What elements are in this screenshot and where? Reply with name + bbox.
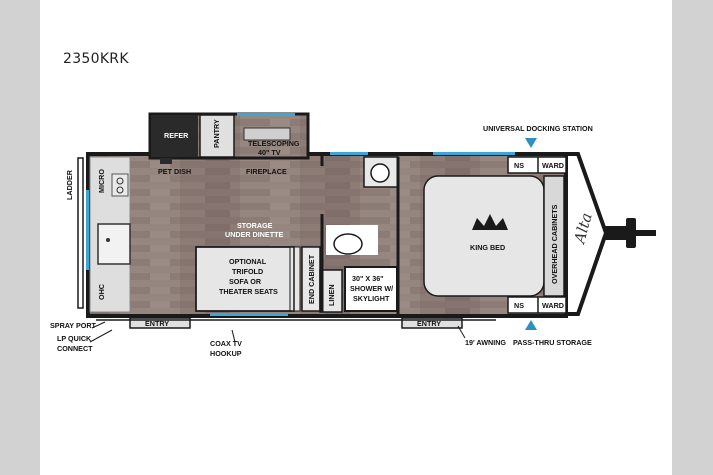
coax-label-line1: COAX TV: [210, 339, 242, 348]
pantry-label: PANTRY: [212, 119, 221, 148]
sofa-label-line4: THEATER SEATS: [219, 287, 278, 296]
window: [237, 113, 295, 116]
pantry: [199, 114, 235, 158]
entry-right-label: ENTRY: [417, 319, 441, 328]
fireplace: [243, 127, 291, 141]
entry-left-label: ENTRY: [145, 319, 169, 328]
entry-step: [401, 317, 463, 329]
micro-label: MICRO: [97, 169, 106, 193]
linen-label: LINEN: [327, 284, 336, 306]
refrigerator: [151, 115, 198, 157]
ward-top-label: WARD: [542, 161, 564, 170]
overhead-cabinets: [543, 175, 565, 297]
king-bed: [423, 175, 545, 297]
linen-cabinet: [319, 269, 343, 313]
end-cabinet-label: END CABINET: [307, 254, 316, 304]
storage-label-line1: STORAGE: [237, 221, 273, 230]
storage-label-line2: UNDER DINETTE: [225, 230, 284, 239]
bedroom: [423, 156, 567, 314]
lp-label-line1: LP QUICK: [57, 334, 92, 343]
crown-icon: [472, 214, 508, 230]
ward-bottom-label: WARD: [542, 301, 564, 310]
refer-label: REFER: [164, 131, 189, 140]
sofa: [195, 246, 301, 312]
pet-dish-label: PET DISH: [158, 167, 191, 176]
sink: [97, 223, 131, 265]
shower-label-line2: SHOWER W/: [350, 284, 393, 293]
lp-label-line2: CONNECT: [57, 344, 93, 353]
toilet: [333, 233, 363, 255]
docking-station-marker-icon: [525, 138, 537, 148]
tv-label-line1: TELESCOPING: [248, 139, 300, 148]
coax-label-line2: HOOKUP: [210, 349, 242, 358]
sofa-label-line1: OPTIONAL: [229, 257, 267, 266]
ladder: [77, 157, 84, 309]
stove: [111, 173, 129, 197]
ns-top-label: NS: [514, 161, 524, 170]
sofa-label-line2: TRIFOLD: [232, 267, 263, 276]
window: [433, 152, 515, 155]
spray-port-label: SPRAY PORT: [50, 321, 97, 330]
king-bed-label: KING BED: [470, 243, 505, 252]
slide-out: [148, 112, 310, 164]
bathroom: [320, 155, 400, 314]
shower-label-line1: 30" X 36": [352, 274, 384, 283]
kitchen-counter: [89, 156, 131, 313]
tv-label-line2: 40" TV: [258, 148, 281, 157]
ladder-label: LADDER: [65, 169, 74, 200]
model-name: 2350KRK: [63, 51, 129, 67]
universal-docking-label: UNIVERSAL DOCKING STATION: [483, 124, 593, 133]
window: [210, 313, 288, 316]
pass-thru-label: PASS-THRU STORAGE: [513, 338, 592, 347]
entry-step: [129, 317, 191, 329]
leader-lines: [89, 321, 466, 343]
pass-thru-marker-icon: [525, 320, 537, 330]
overhead-cabinets-label: OVERHEAD CABINETS: [550, 204, 559, 284]
ns-bottom-label: NS: [514, 301, 524, 310]
window: [330, 152, 368, 155]
shower-label-line3: SKYLIGHT: [353, 294, 390, 303]
ohc-label: OHC: [97, 284, 106, 300]
awning-label: 19' AWNING: [465, 338, 506, 347]
fireplace-label: FIREPLACE: [246, 167, 287, 176]
pet-dish: [160, 158, 172, 164]
sofa-label-line3: SOFA OR: [229, 277, 262, 286]
window: [86, 190, 89, 270]
